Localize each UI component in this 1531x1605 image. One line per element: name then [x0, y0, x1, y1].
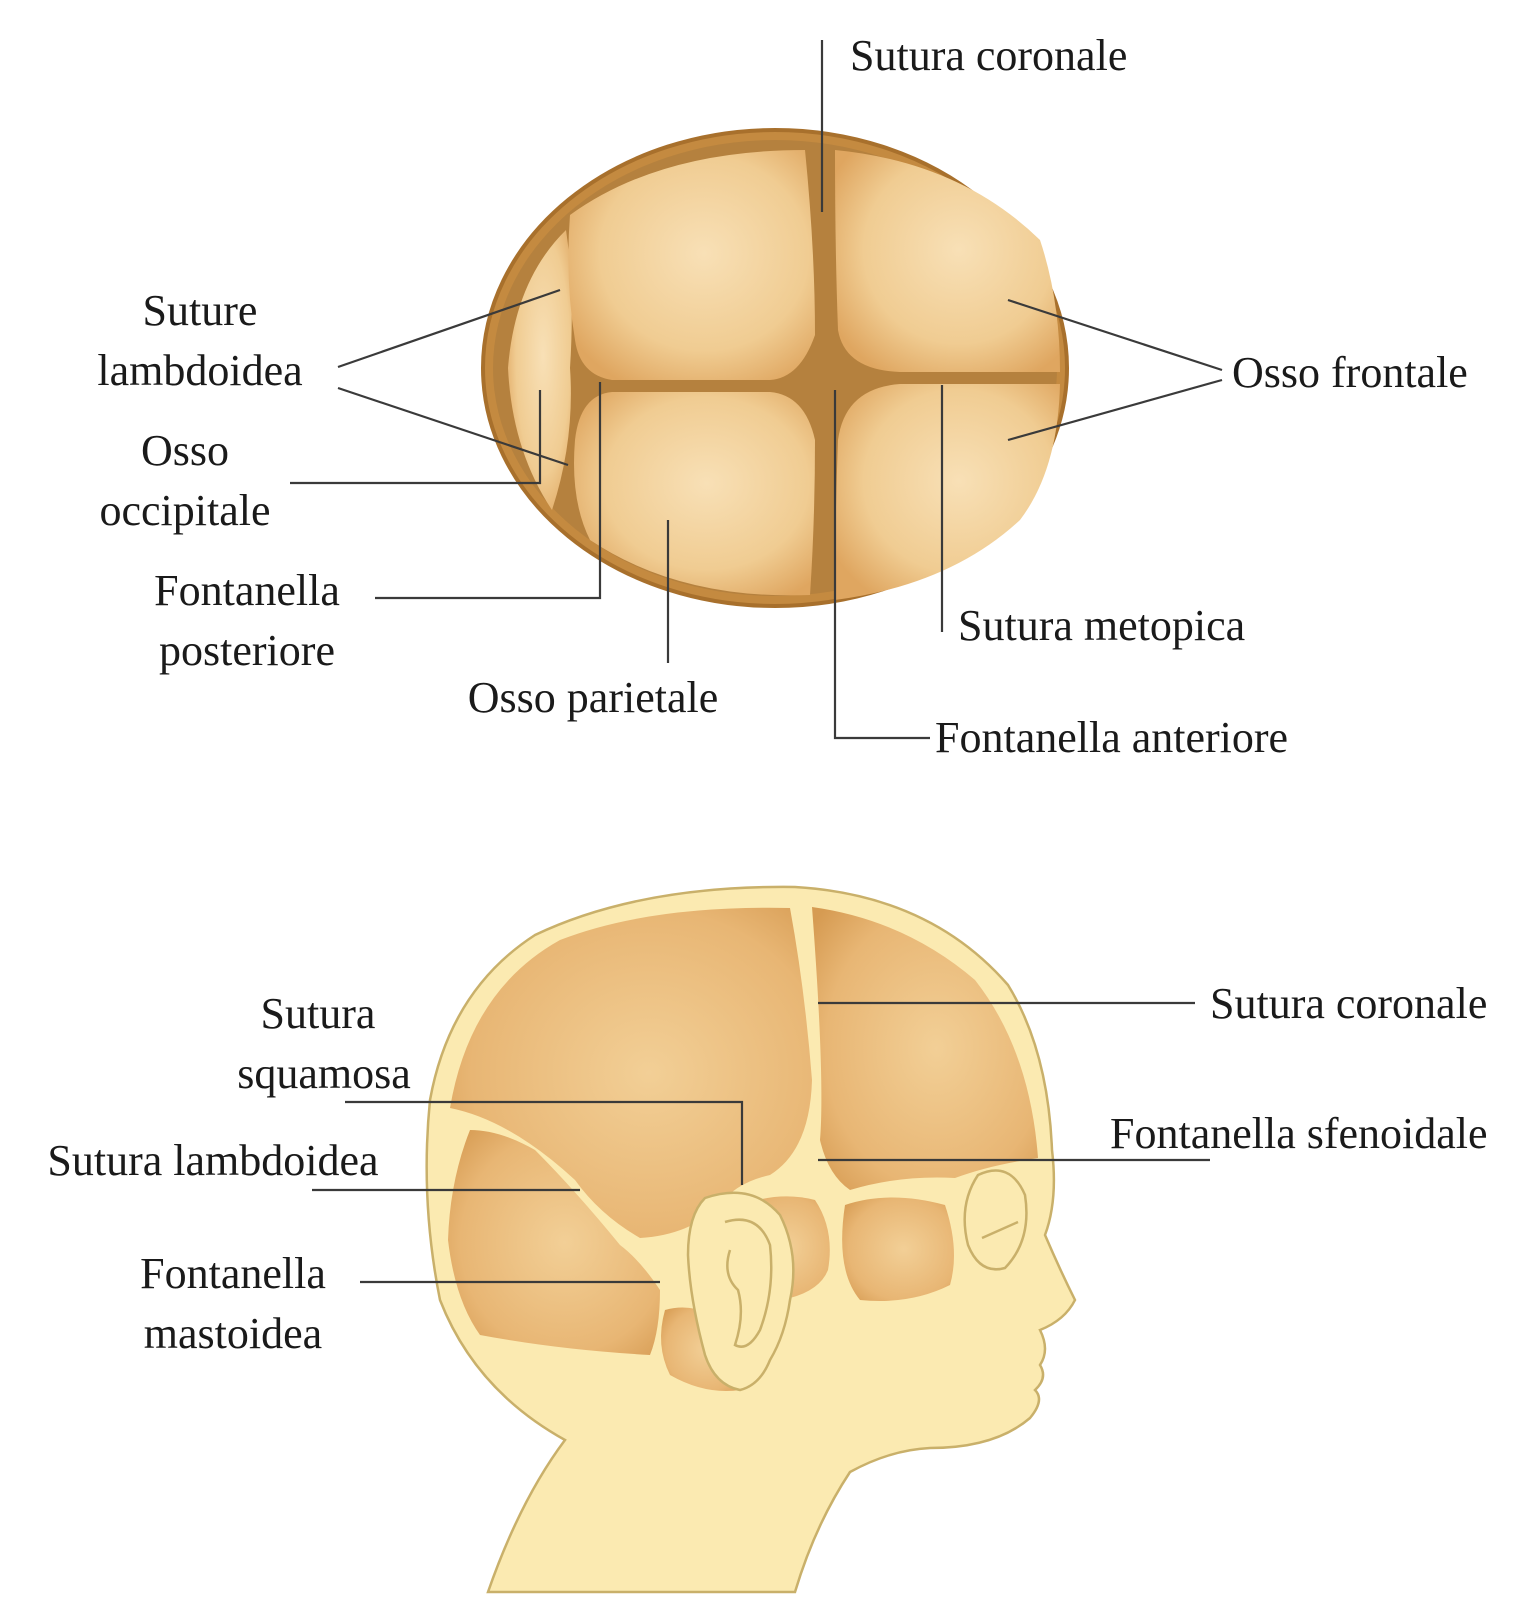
- side-frontal-bone: [812, 907, 1038, 1190]
- label-osso-frontale: Osso frontale: [1232, 348, 1468, 397]
- label-suture-lambdoidea-line1: Suture: [143, 286, 258, 335]
- label-sutura-metopica: Sutura metopica: [958, 601, 1245, 650]
- label-sutura-squamosa-line1: Sutura: [261, 989, 376, 1038]
- label-fontanella-sfenoidale: Fontanella sfenoidale: [1110, 1109, 1488, 1158]
- label-fontanella-anteriore: Fontanella anteriore: [935, 713, 1288, 762]
- label-fontanella-posteriore-line2: posteriore: [159, 626, 335, 675]
- side-view-head: [427, 887, 1075, 1592]
- label-osso-occipitale-line2: occipitale: [99, 486, 270, 535]
- label-fontanella-mastoidea-line1: Fontanella: [140, 1249, 326, 1298]
- label-sutura-squamosa-line2: squamosa: [237, 1049, 411, 1098]
- label-suture-lambdoidea-line2: lambdoidea: [97, 346, 302, 395]
- label-osso-parietale: Osso parietale: [468, 673, 718, 722]
- side-sphenoid-bone: [842, 1198, 954, 1302]
- label-fontanella-mastoidea-line2: mastoidea: [144, 1309, 322, 1358]
- frontal-bone-upper: [835, 150, 1060, 372]
- label-osso-occipitale-line1: Osso: [141, 426, 229, 475]
- label-fontanella-posteriore-line1: Fontanella: [154, 566, 340, 615]
- top-view-skull: [483, 130, 1067, 606]
- label-sutura-coronale-side: Sutura coronale: [1210, 979, 1487, 1028]
- label-sutura-lambdoidea-side: Sutura lambdoidea: [47, 1136, 378, 1185]
- label-sutura-coronale-top: Sutura coronale: [850, 31, 1127, 80]
- frontal-bone-lower: [835, 384, 1060, 600]
